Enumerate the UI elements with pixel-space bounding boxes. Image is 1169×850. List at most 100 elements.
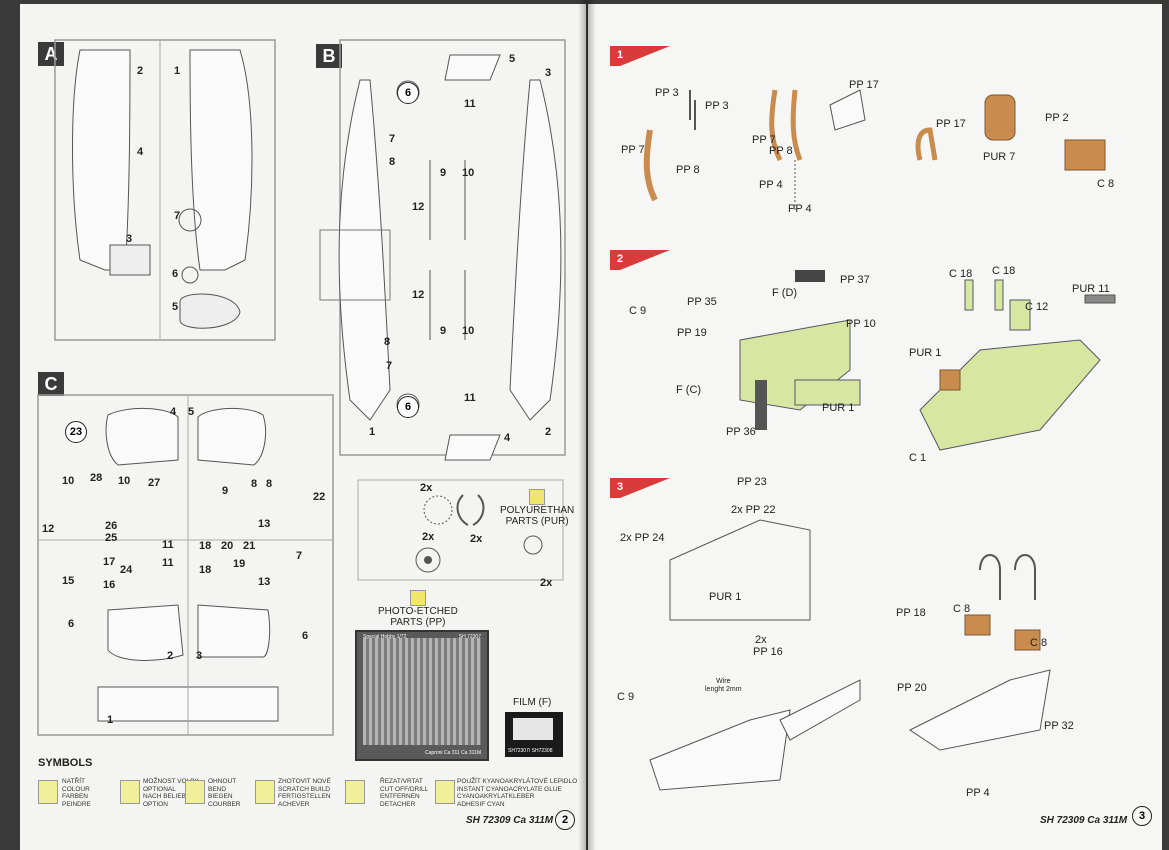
step3-pp23: PP 23 [737,476,767,488]
part-c-12: 12 [42,523,55,535]
step1-pp8b: PP 8 [769,145,793,157]
film-label: FILM (F) [513,697,552,708]
part-c-9: 9 [222,485,229,497]
qty-2x-c: 2x [470,533,483,545]
pe-fret-label: Special Hobby 1/72 [363,634,407,640]
part-c-27: 27 [148,477,161,489]
sprue-a-drawing [54,39,276,341]
part-c-24: 24 [120,564,133,576]
qty-2x-b: 2x [422,531,435,543]
part-b-10b: 10 [462,325,475,337]
step-1-flag [610,46,670,66]
step3-pur1: PUR 1 [709,591,742,603]
step3-pp20: PP 20 [897,682,927,694]
part-a-5: 5 [172,301,179,313]
part-c-4: 4 [170,406,177,418]
part-c-19: 19 [233,558,246,570]
part-a-1: 1 [174,65,181,77]
part-b-9: 9 [440,167,447,179]
sprue-b-drawing [319,39,566,461]
step1-pur7: PUR 7 [983,151,1016,163]
right-footer: SH 72309 Ca 311M [1040,815,1128,826]
part-b-2: 2 [545,426,552,438]
part-c-2: 2 [167,650,174,662]
step1-pp3a: PP 3 [655,87,679,99]
part-a-6: 6 [172,268,179,280]
part-c-17: 17 [103,556,116,568]
part-a-2: 2 [137,65,144,77]
part-b-3: 3 [545,67,552,79]
step-3-flag [610,478,670,498]
symbol-bend-text: OHNOUT BEND BIEGEN COURBER [208,778,241,808]
step3-c8b: C 8 [1030,637,1048,649]
part-c-13b: 13 [258,576,271,588]
part-a-4: 4 [137,146,144,158]
part-b-5: 5 [509,53,516,65]
part-c-26: 26 [105,520,118,532]
part-b-4: 4 [504,432,511,444]
pe-fret-bottom-text: Caproni Ca 311 Ca 311M [425,750,481,756]
step3-pp18: PP 18 [896,607,926,619]
step2-fd: F (D) [772,287,798,299]
qty-2x-d: 2x [540,577,553,589]
step2-fc: F (C) [676,384,702,396]
film-sheet: SH72307/ SH72308 [505,712,563,757]
step1-c8: C 8 [1097,178,1115,190]
step1-pp17b: PP 17 [936,118,966,130]
step2-pur11: PUR 11 [1072,283,1110,295]
part-c-22: 22 [313,491,326,503]
part-c-6b: 6 [302,630,309,642]
part-a-7: 7 [174,210,181,222]
symbol-scratch-text: ZHOTOVIT NOVÉ SCRATCH BUILD FERTIGSTELLE… [278,778,331,808]
part-c-18b: 18 [199,564,212,576]
part-b-7b: 7 [386,360,393,372]
part-b-8: 8 [389,156,396,168]
step2-pp36: PP 36 [726,426,756,438]
step-1-number: 1 [617,49,624,61]
symbols-title: SYMBOLS [38,757,93,769]
part-b-9b: 9 [440,325,447,337]
pe-fret: Special Hobby 1/72 SH 72307 Caproni Ca 3… [355,630,489,761]
step2-c18b: C 18 [992,265,1016,277]
symbol-colour-text: NATŘÍT COLOUR FARBEN PEINDRE [62,778,91,808]
step2-pur1b: PUR 1 [909,347,942,359]
section-c-label: C [38,372,64,396]
part-b-10: 10 [462,167,475,179]
book-gutter [578,0,596,850]
step3-2x: 2x [755,634,767,646]
part-c-13a: 13 [258,518,271,530]
part-c-11a: 11 [162,539,174,551]
polyurethan-label: POLYURETHAN PARTS (PUR) [500,505,575,527]
part-c-28: 28 [90,472,103,484]
part-c-11b: 11 [162,557,174,569]
clear-parts-drawing [357,479,564,581]
film-code: SH72307/ SH72308 [508,748,553,754]
step3-c9: C 9 [617,691,635,703]
part-c-21: 21 [243,540,256,552]
part-b-12: 12 [412,201,425,213]
polyurethan-icon [529,489,545,505]
step2-pp10: PP 10 [846,318,876,330]
part-c-3: 3 [196,650,203,662]
colour-symbol-icon [38,780,58,804]
part-b-12b: 12 [412,289,425,301]
step3-pp32: PP 32 [1044,720,1074,732]
part-c-25: 25 [105,532,118,544]
part-b-6-bottom: 6 [397,396,419,418]
step3-pp24: 2x PP 24 [620,532,665,544]
qty-2x-a: 2x [420,482,433,494]
step1-pp8: PP 8 [676,164,700,176]
pe-fret-code: SH 72307 [458,634,481,640]
left-page-number: 2 [555,810,575,830]
step-2-flag [610,250,670,270]
part-b-1: 1 [369,426,376,438]
step3-pp4: PP 4 [966,787,990,799]
step1-pp7: PP 7 [621,144,645,156]
symbol-cut-text: ŘEZAT/VRTAT CUT OFF/DRILL ENTFERNEN DETA… [380,778,429,808]
bend-symbol-icon [185,780,205,804]
part-c-5: 5 [188,406,195,418]
photoetched-label: PHOTO-ETCHED PARTS (PP) [378,606,458,628]
step3-pp22: 2x PP 22 [731,504,776,516]
scratch-build-symbol-icon [255,780,275,804]
step1-pp3b: PP 3 [705,100,729,112]
